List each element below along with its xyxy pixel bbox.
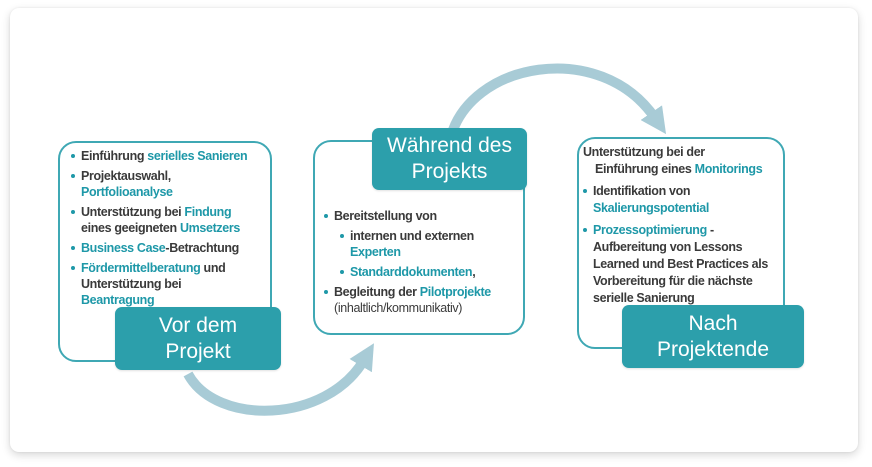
phase-header-vor-dem-projekt: Vor dem Projekt [115, 307, 281, 370]
text-segment: Identifikation von [593, 184, 691, 198]
phase-header-nach-projektende: Nach Projektende [622, 305, 804, 368]
bullet-icon [71, 266, 75, 270]
text-segment: (inhaltlich/kommunikativ) [334, 301, 463, 315]
text-segment: Einführung eines [595, 162, 695, 176]
text-segment: internen und externen [350, 229, 474, 243]
text-segment: eines geeigneten [81, 221, 180, 235]
list-item: Einführung serielles Sanieren [71, 148, 262, 164]
arrow-layer [183, 63, 667, 416]
highlighted-text: Experten [350, 245, 401, 259]
bullet-icon [71, 174, 75, 178]
highlighted-text: Findung [184, 205, 232, 219]
text-segment: und [200, 261, 226, 275]
highlighted-text: Business Case [81, 241, 166, 255]
text-segment: Projektauswahl, [81, 169, 171, 183]
highlighted-text: Standarddokumenten [350, 265, 473, 279]
text-segment: Bereitstellung von [334, 209, 437, 223]
bullet-icon [71, 210, 75, 214]
text-segment: Aufbereitung von Lessons [593, 240, 743, 254]
text-segment: , [472, 265, 476, 279]
highlighted-text: Monitorings [694, 162, 763, 176]
bullet-icon [324, 214, 328, 218]
highlighted-text: Prozessoptimierung [593, 223, 707, 237]
list-item: Unterstützung bei Findung eines geeignete… [71, 204, 262, 236]
list-item: Begleitung der Pilotprojekte (inhaltlich/… [324, 284, 515, 316]
bullet-icon [340, 270, 344, 274]
text-segment: Unterstützung bei [81, 277, 182, 291]
highlighted-text: Beantragung [81, 293, 155, 307]
list-item-text: Prozessoptimierung - Aufbereitung von Les… [593, 222, 779, 307]
text-segment: Unterstützung bei [81, 205, 185, 219]
highlighted-text: Skalierungspotential [593, 201, 709, 215]
text-segment: Begleitung der [334, 285, 420, 299]
bullet-icon [583, 228, 587, 232]
list-item: Prozessoptimierung - Aufbereitung von Les… [583, 222, 779, 307]
bullet-icon [340, 234, 344, 238]
text-segment: - [706, 223, 714, 237]
list-item: Business Case-Betrachtung [71, 240, 262, 256]
bullet-icon [583, 189, 587, 193]
curved-arrow-vor-to-waehrend-icon [183, 343, 374, 416]
text-segment: serielle Sanierung [593, 291, 695, 305]
text-segment: Learned und Best Practices als [593, 257, 768, 271]
text-segment: Unterstützung bei der [583, 145, 705, 159]
highlighted-text: Pilotprojekte [419, 285, 492, 299]
list-item-text: Bereitstellung von [334, 208, 515, 224]
highlighted-text: Portfolioanalyse [81, 185, 173, 199]
text-segment: -Betrachtung [165, 241, 239, 255]
list-item: Standarddokumenten, [340, 264, 515, 280]
phase-header-waehrend-des-projekts: Während des Projekts [372, 128, 527, 190]
curved-arrow-waehrend-to-nach-icon [445, 63, 667, 142]
bullet-icon [71, 154, 75, 158]
list-item: Projektauswahl, Portfolioanalyse [71, 168, 262, 200]
list-item-text: Einführung serielles Sanieren [81, 148, 262, 164]
highlighted-text: serielles Sanieren [147, 149, 248, 163]
bullet-icon [324, 290, 328, 294]
text-segment: Vorbereitung für die nächste [593, 274, 753, 288]
list-item-text: Begleitung der Pilotprojekte (inhaltlich/… [334, 284, 515, 316]
highlighted-text: Umsetzers [179, 221, 241, 235]
highlighted-text: Fördermittelberatung [81, 261, 201, 275]
text-segment: Einführung [81, 149, 148, 163]
list-item-text: Standarddokumenten, [350, 264, 515, 280]
list-item: Bereitstellung von [324, 208, 515, 224]
list-item-text: Projektauswahl, Portfolioanalyse [81, 168, 262, 200]
list-item-text: Business Case-Betrachtung [81, 240, 262, 256]
bullet-icon [71, 246, 75, 250]
list-item-text: Unterstützung bei Findung eines geeignete… [81, 204, 262, 236]
